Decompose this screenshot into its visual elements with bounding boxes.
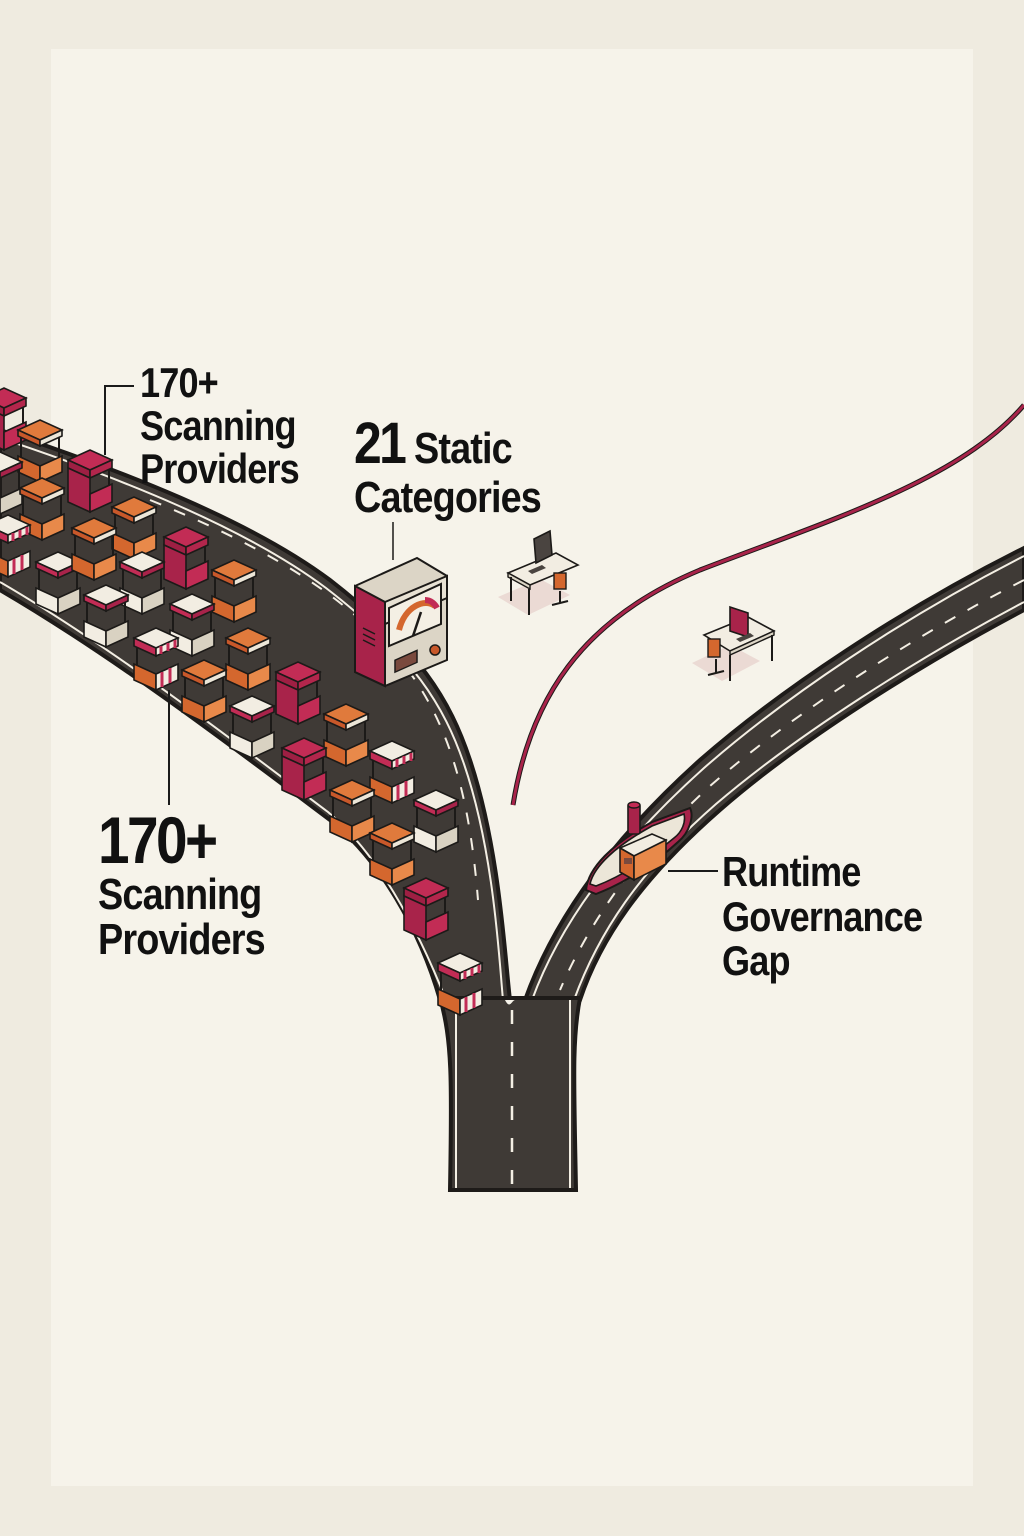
- label-scanning-providers-bottom: 170+ Scanning Providers: [98, 803, 266, 964]
- boat-icon: [584, 801, 693, 896]
- label-scanning-providers-top: 170+ Scanning Providers: [140, 359, 300, 492]
- label-line: Categories: [354, 472, 542, 522]
- office-desk-icon: [692, 605, 776, 681]
- leader-line-top-left: [104, 385, 134, 387]
- label-number: 21: [354, 411, 407, 476]
- label-number: 170+: [140, 359, 219, 406]
- paper-background: [51, 49, 973, 1486]
- label-line: Providers: [140, 444, 300, 492]
- label-runtime-governance-gap: Runtime Governance Gap: [722, 848, 923, 985]
- label-line: Governance: [722, 892, 923, 940]
- leader-line-right: [668, 870, 718, 872]
- leader-line-bottom-left: [168, 690, 170, 805]
- label-line: Providers: [98, 914, 266, 964]
- label-line: Scanning: [98, 869, 262, 919]
- label-number: 170+: [98, 803, 218, 877]
- office-desk-icon: [498, 529, 580, 615]
- label-static-categories: 21 Static Categories: [354, 411, 542, 522]
- label-line: Runtime: [722, 848, 861, 895]
- label-line: Gap: [722, 937, 791, 985]
- gauge-machine-icon: [354, 556, 448, 688]
- label-word: Static: [413, 424, 513, 473]
- label-line: Scanning: [140, 401, 297, 449]
- road-trunk: [437, 996, 583, 1192]
- leader-line-top-left-vertical: [104, 385, 106, 455]
